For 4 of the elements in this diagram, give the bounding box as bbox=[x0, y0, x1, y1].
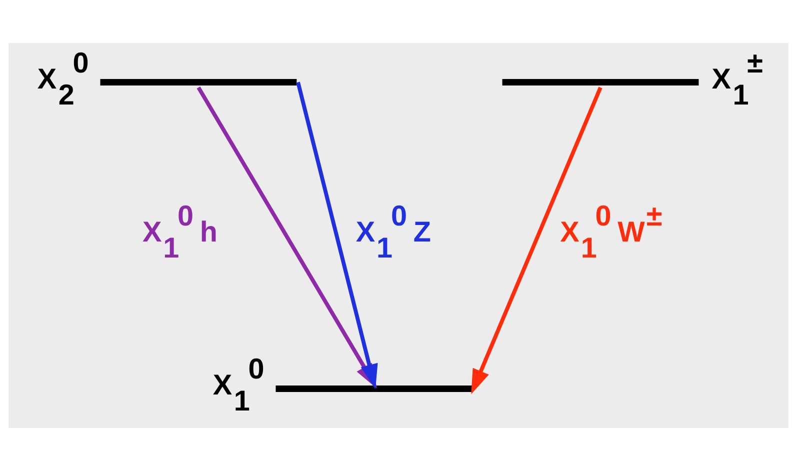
arrow bbox=[471, 86, 602, 394]
node-box bbox=[100, 78, 297, 86]
node-box bbox=[276, 384, 472, 392]
node-box bbox=[502, 78, 699, 86]
